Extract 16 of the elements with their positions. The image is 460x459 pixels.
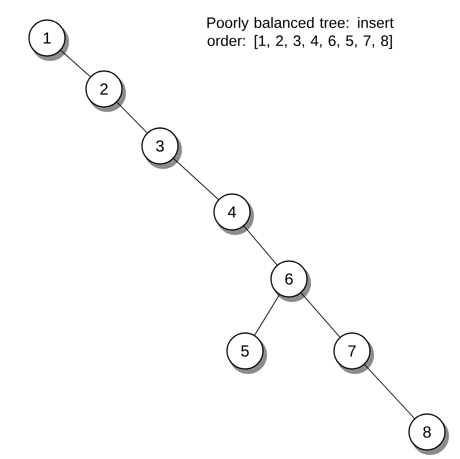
edge-line bbox=[364, 364, 415, 419]
tree-node: 1 bbox=[28, 19, 69, 61]
tree-node: 2 bbox=[85, 70, 126, 112]
edge-line bbox=[60, 50, 91, 77]
tree-node: 5 bbox=[226, 332, 267, 374]
tree-node: 7 bbox=[333, 332, 374, 374]
edge-line bbox=[173, 158, 219, 200]
edge-line bbox=[244, 226, 278, 266]
edge-line bbox=[254, 294, 280, 336]
edge-line bbox=[300, 292, 340, 338]
tree-node: 8 bbox=[408, 413, 449, 455]
tree-node: 6 bbox=[270, 260, 311, 302]
tree-node: 3 bbox=[141, 127, 182, 169]
title: Poorly balanced tree: insert order: [1, 2, 3, 4, 6, 5, 7, 8] bbox=[207, 17, 394, 49]
edge-line bbox=[116, 102, 148, 134]
tree-node: 4 bbox=[213, 193, 254, 235]
